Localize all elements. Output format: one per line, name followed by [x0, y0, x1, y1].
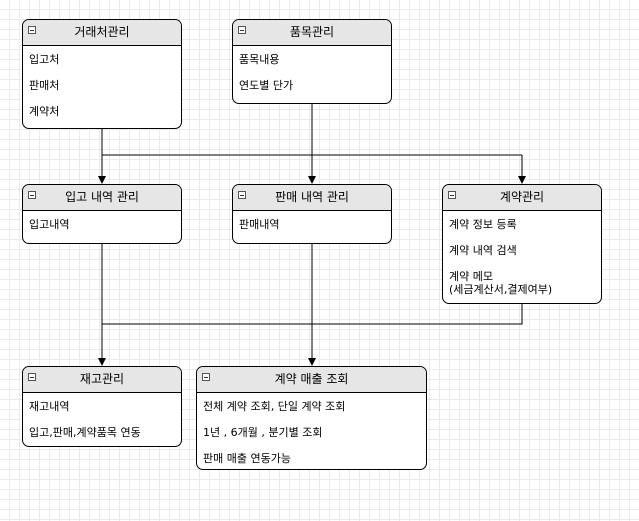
collapse-icon[interactable]: [202, 373, 210, 381]
collapse-icon[interactable]: [28, 191, 36, 199]
node-item: 입고내역: [29, 218, 70, 231]
node-item: 재고내역: [29, 400, 70, 413]
collapse-icon[interactable]: [28, 373, 36, 381]
collapse-icon[interactable]: [238, 26, 246, 34]
collapse-icon[interactable]: [28, 26, 36, 34]
node-item: 계약처: [29, 105, 60, 118]
node-inventory[interactable]: 재고관리 재고내역 입고,판매,계약품목 연동: [22, 366, 182, 447]
connector-contract-down: [102, 304, 523, 325]
node-title: 거래처관리: [74, 25, 130, 39]
node-header: 판매 내역 관리: [233, 185, 391, 211]
node-title: 입고 내역 관리: [65, 190, 139, 204]
node-item: 연도별 단가: [239, 79, 294, 92]
node-item: 1년 , 6개월 , 분기별 조회: [203, 426, 323, 439]
node-revenue[interactable]: 계약 매출 조회 전체 계약 조회, 단일 계약 조회 1년 , 6개월 , 분…: [196, 366, 427, 470]
node-title: 계약 매출 조회: [274, 372, 349, 386]
node-title: 계약관리: [499, 190, 545, 204]
node-product[interactable]: 품목관리 품목내용 연도별 단가: [232, 19, 392, 104]
node-title: 재고관리: [79, 372, 125, 386]
node-item: 계약 정보 등록: [449, 218, 517, 231]
node-header: 계약 매출 조회: [197, 367, 426, 393]
node-supplier[interactable]: 거래처관리 입고처 판매처 계약처: [22, 19, 182, 129]
node-sales[interactable]: 판매 내역 관리 판매내역: [232, 184, 392, 244]
node-item: 판매내역: [239, 218, 280, 231]
collapse-icon[interactable]: [238, 191, 246, 199]
node-item: 입고처: [29, 53, 60, 66]
node-item: 품목내용: [239, 53, 280, 66]
node-header: 재고관리: [23, 367, 181, 393]
node-header: 계약관리: [443, 185, 601, 211]
node-item: 판매처: [29, 79, 60, 92]
node-item: 전체 계약 조회, 단일 계약 조회: [203, 400, 346, 413]
node-header: 입고 내역 관리: [23, 185, 181, 211]
node-contract[interactable]: 계약관리 계약 정보 등록 계약 내역 검색 계약 메모 (세금계산서,결제여부…: [442, 184, 602, 304]
node-item: 계약 내역 검색: [449, 244, 517, 257]
node-title: 품목관리: [289, 25, 335, 39]
collapse-icon[interactable]: [448, 191, 456, 199]
node-item: 판매 매출 연동가능: [203, 452, 291, 465]
node-inbound[interactable]: 입고 내역 관리 입고내역: [22, 184, 182, 244]
node-item: 계약 메모 (세금계산서,결제여부): [449, 270, 553, 296]
node-header: 품목관리: [233, 20, 391, 46]
node-title: 판매 내역 관리: [275, 190, 349, 204]
node-header: 거래처관리: [23, 20, 181, 46]
node-item: 입고,판매,계약품목 연동: [29, 426, 141, 439]
